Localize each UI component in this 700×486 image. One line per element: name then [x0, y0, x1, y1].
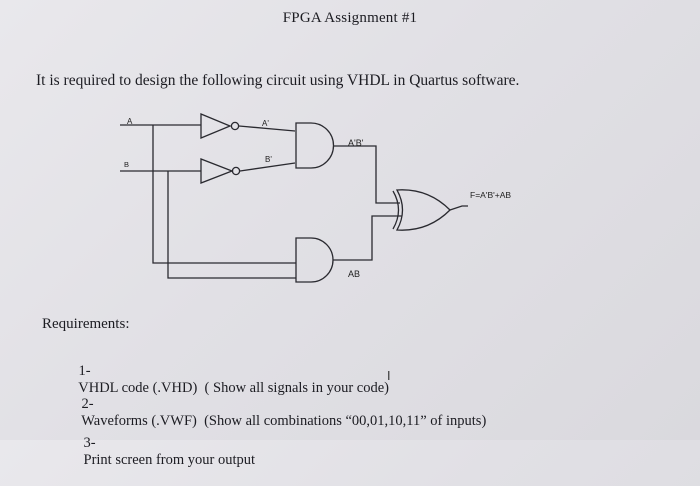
and-gate-1: [295, 122, 335, 169]
not-gate-a: [200, 113, 232, 139]
label-and2: AB: [348, 269, 360, 279]
label-and1: A'B': [348, 138, 364, 148]
label-a: A: [127, 117, 133, 126]
not-gate-b: [200, 158, 234, 184]
wire-b-not: [239, 162, 296, 172]
wire-b-vertical: [167, 171, 296, 279]
wire-and2-out: [333, 215, 402, 261]
wire-and1-out: [334, 145, 400, 204]
wire-output: [449, 205, 468, 211]
or-gate: [395, 189, 451, 231]
requirements-heading: Requirements:: [42, 316, 130, 332]
text-cursor-icon: I: [387, 369, 391, 383]
requirement-item: 3- Print screen from your output: [69, 418, 256, 486]
requirement-text: Print screen from your output: [83, 452, 256, 468]
wire-a-vertical: [152, 125, 296, 264]
page-title: FPGA Assignment #1: [282, 10, 418, 26]
assignment-page: FPGA Assignment #1 It is required to des…: [36, 10, 520, 468]
wire-a-not: [238, 125, 296, 132]
requirement-item: 1- VHDL code (.VHD) ( Show all signals i…: [64, 346, 389, 414]
requirement-number: 3-: [83, 435, 96, 451]
requirement-text: VHDL code (.VHD) ( Show all signals in y…: [78, 380, 389, 396]
label-b-not: B': [265, 155, 272, 164]
label-output: F=A'B'+AB: [470, 190, 511, 200]
label-a-not: A': [262, 119, 269, 128]
label-b: B: [124, 160, 129, 169]
requirement-number: 2-: [81, 396, 94, 412]
requirement-item: 2- Waveforms (.VWF) (Show all combinatio…: [67, 379, 486, 447]
requirement-text: Waveforms (.VWF) (Show all combinations …: [81, 413, 487, 429]
requirement-number: 1-: [78, 363, 91, 379]
and-gate-2: [295, 237, 334, 283]
logic-circuit-diagram: A B A' B' A'B' AB F=A'B'+AB: [120, 113, 511, 283]
intro-text: It is required to design the following c…: [36, 72, 520, 89]
